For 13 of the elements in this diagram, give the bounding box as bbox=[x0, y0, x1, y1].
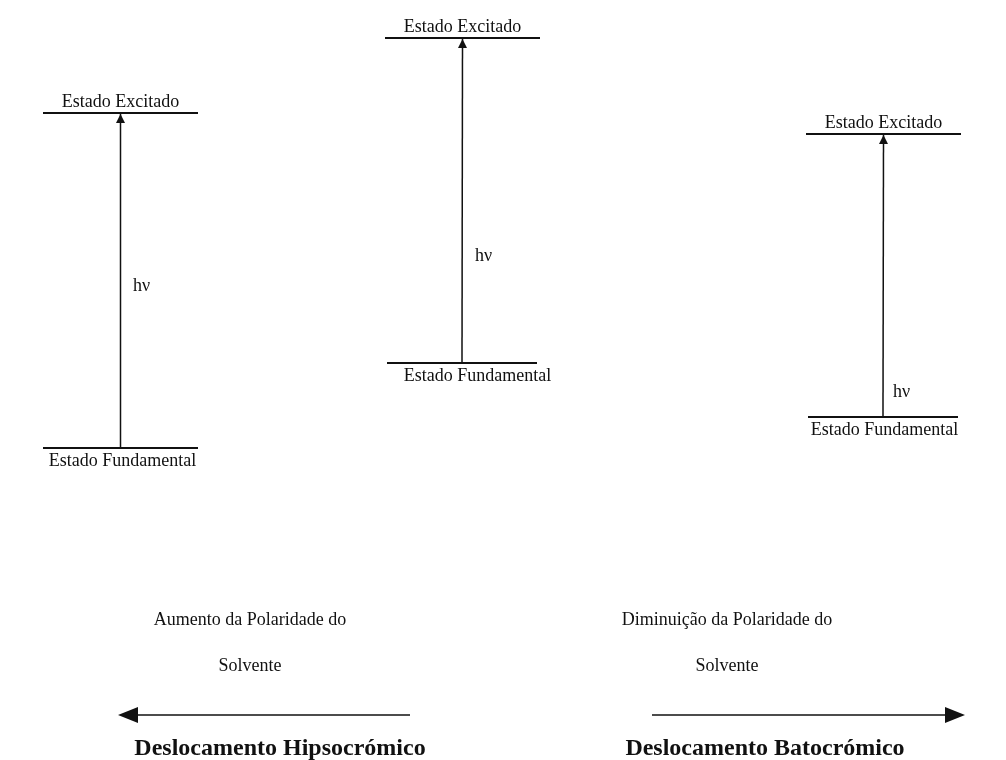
arrow bbox=[879, 134, 888, 417]
level-label: Estado Excitado bbox=[823, 111, 944, 133]
level-label: Estado Excitado bbox=[402, 15, 523, 37]
level-label: Estado Fundamental bbox=[809, 418, 960, 440]
arrow bbox=[116, 113, 125, 448]
shift-title: Deslocamento Batocrómico bbox=[624, 733, 906, 760]
arrow bbox=[458, 38, 467, 363]
level-label: Estado Fundamental bbox=[47, 449, 198, 471]
solvent-note: Diminuição da Polaridade do Solvente bbox=[620, 608, 834, 677]
level-label: Estado Fundamental bbox=[402, 364, 553, 386]
shift-title: Deslocamento Hipsocrómico bbox=[133, 733, 427, 760]
level-label: Estado Excitado bbox=[60, 90, 181, 112]
solvent-note: Aumento da Polaridade do Solvente bbox=[152, 608, 348, 677]
